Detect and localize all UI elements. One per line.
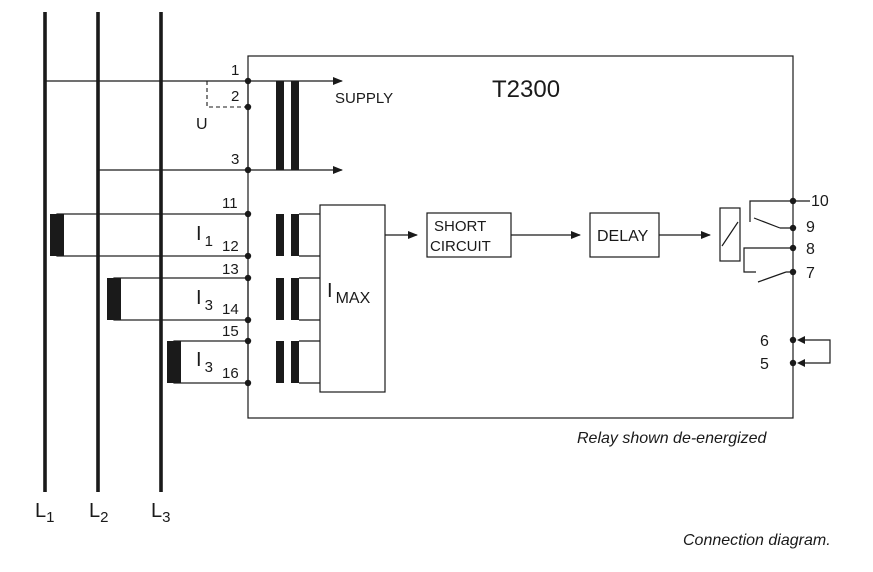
terminal-label-5: 5: [760, 356, 769, 373]
input-transformer-3-left: [276, 341, 284, 383]
terminal-3: [244, 166, 252, 174]
ct-core-i3a: [107, 278, 121, 320]
diagram-caption: Connection diagram.: [683, 532, 831, 549]
terminal-2: [244, 103, 252, 111]
relay-coil-diagonal: [721, 221, 739, 247]
terminal-7: [789, 268, 797, 276]
input-transformer-2-right: [291, 278, 299, 320]
jumper-arrowhead-6: [797, 336, 805, 344]
terminal-15: [244, 337, 252, 345]
terminal-label-16: 16: [222, 365, 239, 382]
terminal-10: [789, 197, 797, 205]
terminal-14: [244, 316, 252, 324]
ct-core-i1: [50, 214, 64, 256]
terminal-label-13: 13: [222, 261, 239, 278]
terminal-label-3: 3: [231, 151, 239, 168]
input-transformer-1-right: [291, 214, 299, 256]
terminal-label-1: 1: [231, 62, 239, 79]
terminal-12: [244, 252, 252, 260]
jumper-arrowhead-5: [797, 359, 805, 367]
input-transformer-3-right: [291, 341, 299, 383]
terminal-label-11: 11: [222, 195, 238, 212]
device-title: T2300: [492, 76, 560, 103]
terminal-label-7: 7: [806, 265, 815, 282]
terminal-16: [244, 379, 252, 387]
terminal-5: [789, 359, 797, 367]
imax-feed-3: [299, 340, 320, 384]
transformer-core-right: [291, 81, 299, 170]
terminal-8: [789, 244, 797, 252]
transformer-core-left: [276, 81, 284, 170]
terminal-9: [789, 224, 797, 232]
terminal-label-10: 10: [811, 193, 829, 210]
terminal-5-6-jumper: [803, 339, 831, 364]
terminal-6: [789, 336, 797, 344]
u-label: U: [196, 116, 208, 133]
u-jumper-dashed: [206, 81, 248, 108]
terminal-label-8: 8: [806, 241, 815, 258]
imax-block: [319, 204, 386, 393]
terminal-label-6: 6: [760, 333, 769, 350]
ct-loop-i1: [56, 213, 249, 257]
terminal-label-2: 2: [231, 88, 239, 105]
delay-label: DELAY: [597, 228, 649, 245]
input-transformer-1-left: [276, 214, 284, 256]
imax-feed-2: [299, 277, 320, 321]
input-transformer-2-left: [276, 278, 284, 320]
imax-feed-1: [299, 213, 320, 257]
ct-core-i3b: [167, 341, 181, 383]
terminal-label-12: 12: [222, 238, 239, 255]
terminal-label-14: 14: [222, 301, 239, 318]
phase-label-l2: L2: [89, 500, 108, 526]
terminal-13: [244, 274, 252, 282]
terminal-label-9: 9: [806, 219, 815, 236]
terminal-label-15: 15: [222, 323, 239, 340]
phase-label-l1: L1: [35, 500, 54, 526]
terminal-11: [244, 210, 252, 218]
supply-label: SUPPLY: [335, 90, 393, 107]
delay-block: [589, 212, 660, 258]
short-circuit-line-2: CIRCUIT: [430, 238, 491, 255]
relay-note: Relay shown de-energized: [577, 430, 768, 447]
terminal-1: [244, 77, 252, 85]
short-circuit-line-1: SHORT: [434, 218, 486, 235]
short-circuit-block: [426, 212, 512, 258]
phase-label-l3: L3: [151, 500, 170, 526]
